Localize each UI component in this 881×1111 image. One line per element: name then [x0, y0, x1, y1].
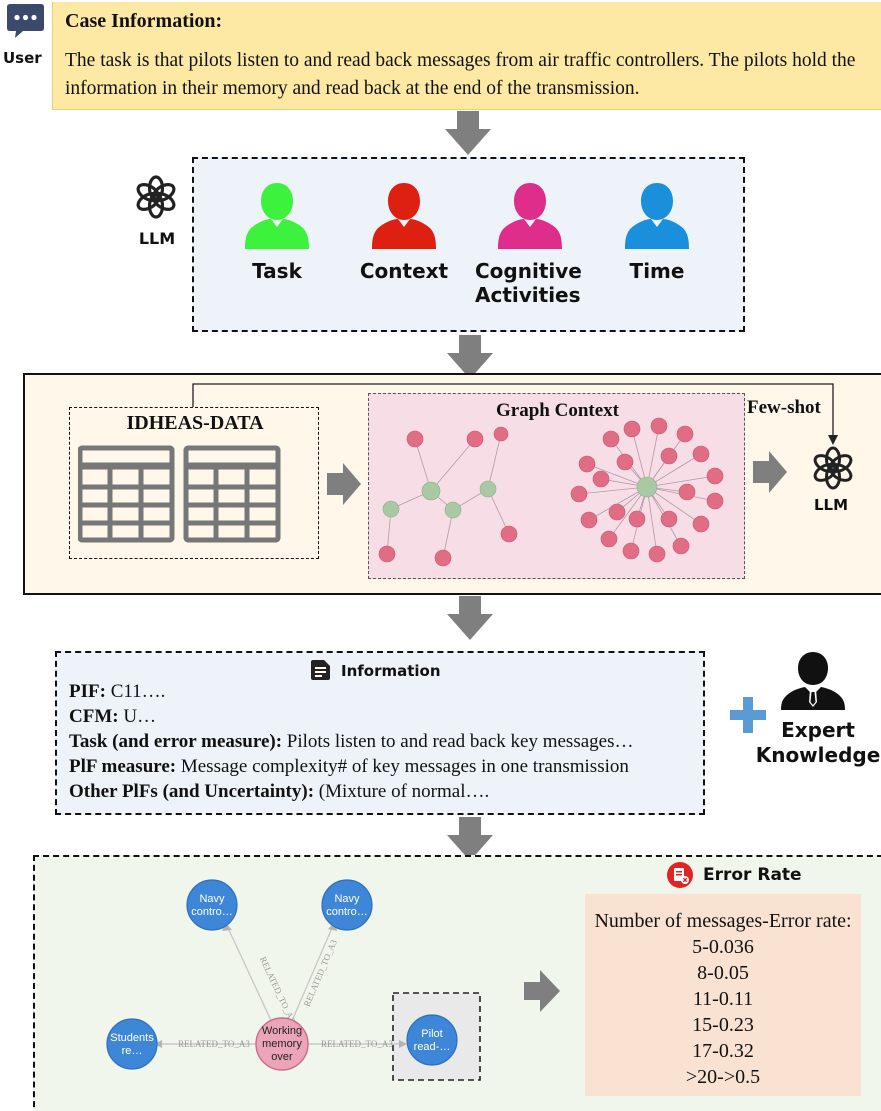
- graph-node-pilot: [406, 1014, 458, 1066]
- graph-node-navy-2: [321, 879, 373, 931]
- error-rate-row: 15-0.23: [692, 1014, 754, 1036]
- few-shot-label: Few-shot: [747, 397, 821, 418]
- factor-label: Task: [252, 259, 302, 283]
- info-value: Pilots listen to and read back key messa…: [282, 731, 634, 752]
- node-label: memory: [262, 1038, 302, 1050]
- node-label: Pilot: [421, 1028, 442, 1040]
- factor-extraction-box: Task Context Cognitive Activities Time: [192, 157, 745, 332]
- llm-label-top: LLM: [138, 229, 176, 248]
- case-text: The task is that pilots listen to and re…: [65, 50, 856, 99]
- error-rate-title: Error Rate: [703, 865, 802, 885]
- error-rate-box: Number of messages-Error rate: 5-0.036 8…: [585, 894, 861, 1096]
- idheas-data-title: IDHEAS-DATA: [126, 412, 264, 434]
- flow-arrow-right-1: [327, 463, 361, 505]
- info-key: PlF measure:: [69, 756, 177, 777]
- error-rate-row: 17-0.32: [692, 1040, 754, 1062]
- case-title: Case Information:: [65, 10, 223, 32]
- info-key: PIF:: [69, 681, 106, 702]
- info-line-task: Task (and error measure): Pilots listen …: [69, 731, 633, 753]
- person-icon: [498, 183, 562, 249]
- info-value: C11….: [105, 681, 166, 702]
- node-label: Navy: [334, 893, 360, 905]
- knowledge-graph-thumbnail: [378, 417, 724, 567]
- error-rate-row: 11-0.11: [692, 988, 754, 1010]
- edge-label: RELATED_TO_A3: [321, 1039, 393, 1049]
- graph-context-box: Graph Context: [368, 393, 745, 579]
- case-information-box: Case Information: The task is that pilot…: [52, 2, 881, 110]
- person-icon: [245, 183, 309, 249]
- info-key: Task (and error measure):: [69, 731, 283, 752]
- node-label: contro…: [191, 906, 233, 918]
- node-label: over: [271, 1051, 293, 1063]
- info-key: Other PlFs (and Uncertainty):: [69, 781, 315, 802]
- factor-label: Context: [359, 259, 449, 283]
- error-rate-row: >20->0.5: [685, 1066, 761, 1088]
- expert-knowledge-label: Expert Knowledge: [755, 718, 881, 767]
- factor-label: Cognitive Activities: [475, 259, 582, 307]
- graph-context-title: Graph Context: [496, 400, 619, 421]
- user-label: User: [3, 49, 42, 67]
- flow-arrow-2: [447, 335, 493, 379]
- flow-arrow-4: [447, 817, 493, 861]
- node-label: read-…: [414, 1041, 451, 1053]
- factor-task: Task: [212, 179, 342, 283]
- person-icon: [372, 183, 436, 249]
- flow-arrow-3: [447, 596, 493, 640]
- information-box: Information PIF: C11…. CFM: U… Task (and…: [55, 651, 705, 815]
- chat-bubble-icon: [7, 4, 44, 39]
- factor-cognitive-activities: Cognitive Activities: [466, 179, 594, 307]
- error-rate-header: Number of messages-Error rate:: [594, 910, 852, 932]
- info-line-pif: PIF: C11….: [69, 681, 165, 703]
- flow-arrow-right-2: [753, 451, 787, 493]
- info-line-cfm: CFM: U…: [69, 706, 156, 728]
- error-rate-row: 5-0.036: [692, 936, 754, 958]
- plus-icon: [730, 697, 766, 733]
- person-icon: [625, 183, 689, 249]
- flow-arrow-1: [445, 111, 491, 155]
- knowledge-retrieval-panel: IDHEAS-DATA: [23, 373, 881, 595]
- node-label: contro…: [326, 906, 368, 918]
- info-line-other-pifs: Other PlFs (and Uncertainty): (Mixture o…: [69, 781, 489, 803]
- info-value: U…: [118, 706, 157, 727]
- node-label: re…: [122, 1045, 143, 1057]
- info-value: Message complexity# of key messages in o…: [176, 756, 629, 777]
- edge-label: RELATED_TO_A3: [302, 938, 339, 1008]
- document-icon: [311, 660, 330, 680]
- table-icon: [78, 445, 281, 543]
- idheas-data-box: IDHEAS-DATA: [69, 407, 319, 559]
- info-line-pif-measure: PlF measure: Message complexity# of key …: [69, 756, 629, 778]
- factor-time: Time: [592, 179, 722, 283]
- graph-node-working-memory: [255, 1017, 309, 1071]
- factor-label: Time: [629, 259, 685, 283]
- few-shot-connector: [192, 383, 838, 445]
- expert-person-icon: [781, 652, 845, 710]
- edge-label: RELATED_TO_A3: [258, 955, 298, 1025]
- error-rate-row: 8-0.05: [697, 962, 749, 984]
- info-value: (Mixture of normal….: [314, 781, 490, 802]
- graph-node-students: [106, 1018, 158, 1070]
- node-label: Students: [110, 1032, 154, 1044]
- flow-arrow-right-3: [524, 970, 560, 1012]
- openai-logo-icon: [811, 446, 855, 490]
- factor-context: Context: [339, 179, 469, 283]
- info-key: CFM:: [69, 706, 119, 727]
- openai-logo-icon: [134, 175, 178, 219]
- edge-label: RELATED_TO_A3: [178, 1039, 250, 1049]
- node-label: Navy: [199, 893, 225, 905]
- information-title: Information: [341, 662, 441, 680]
- error-rate-icon: [667, 862, 693, 888]
- node-label: Working: [262, 1025, 302, 1037]
- graph-node-navy-1: [186, 879, 238, 931]
- llm-label-right: LLM: [813, 496, 849, 514]
